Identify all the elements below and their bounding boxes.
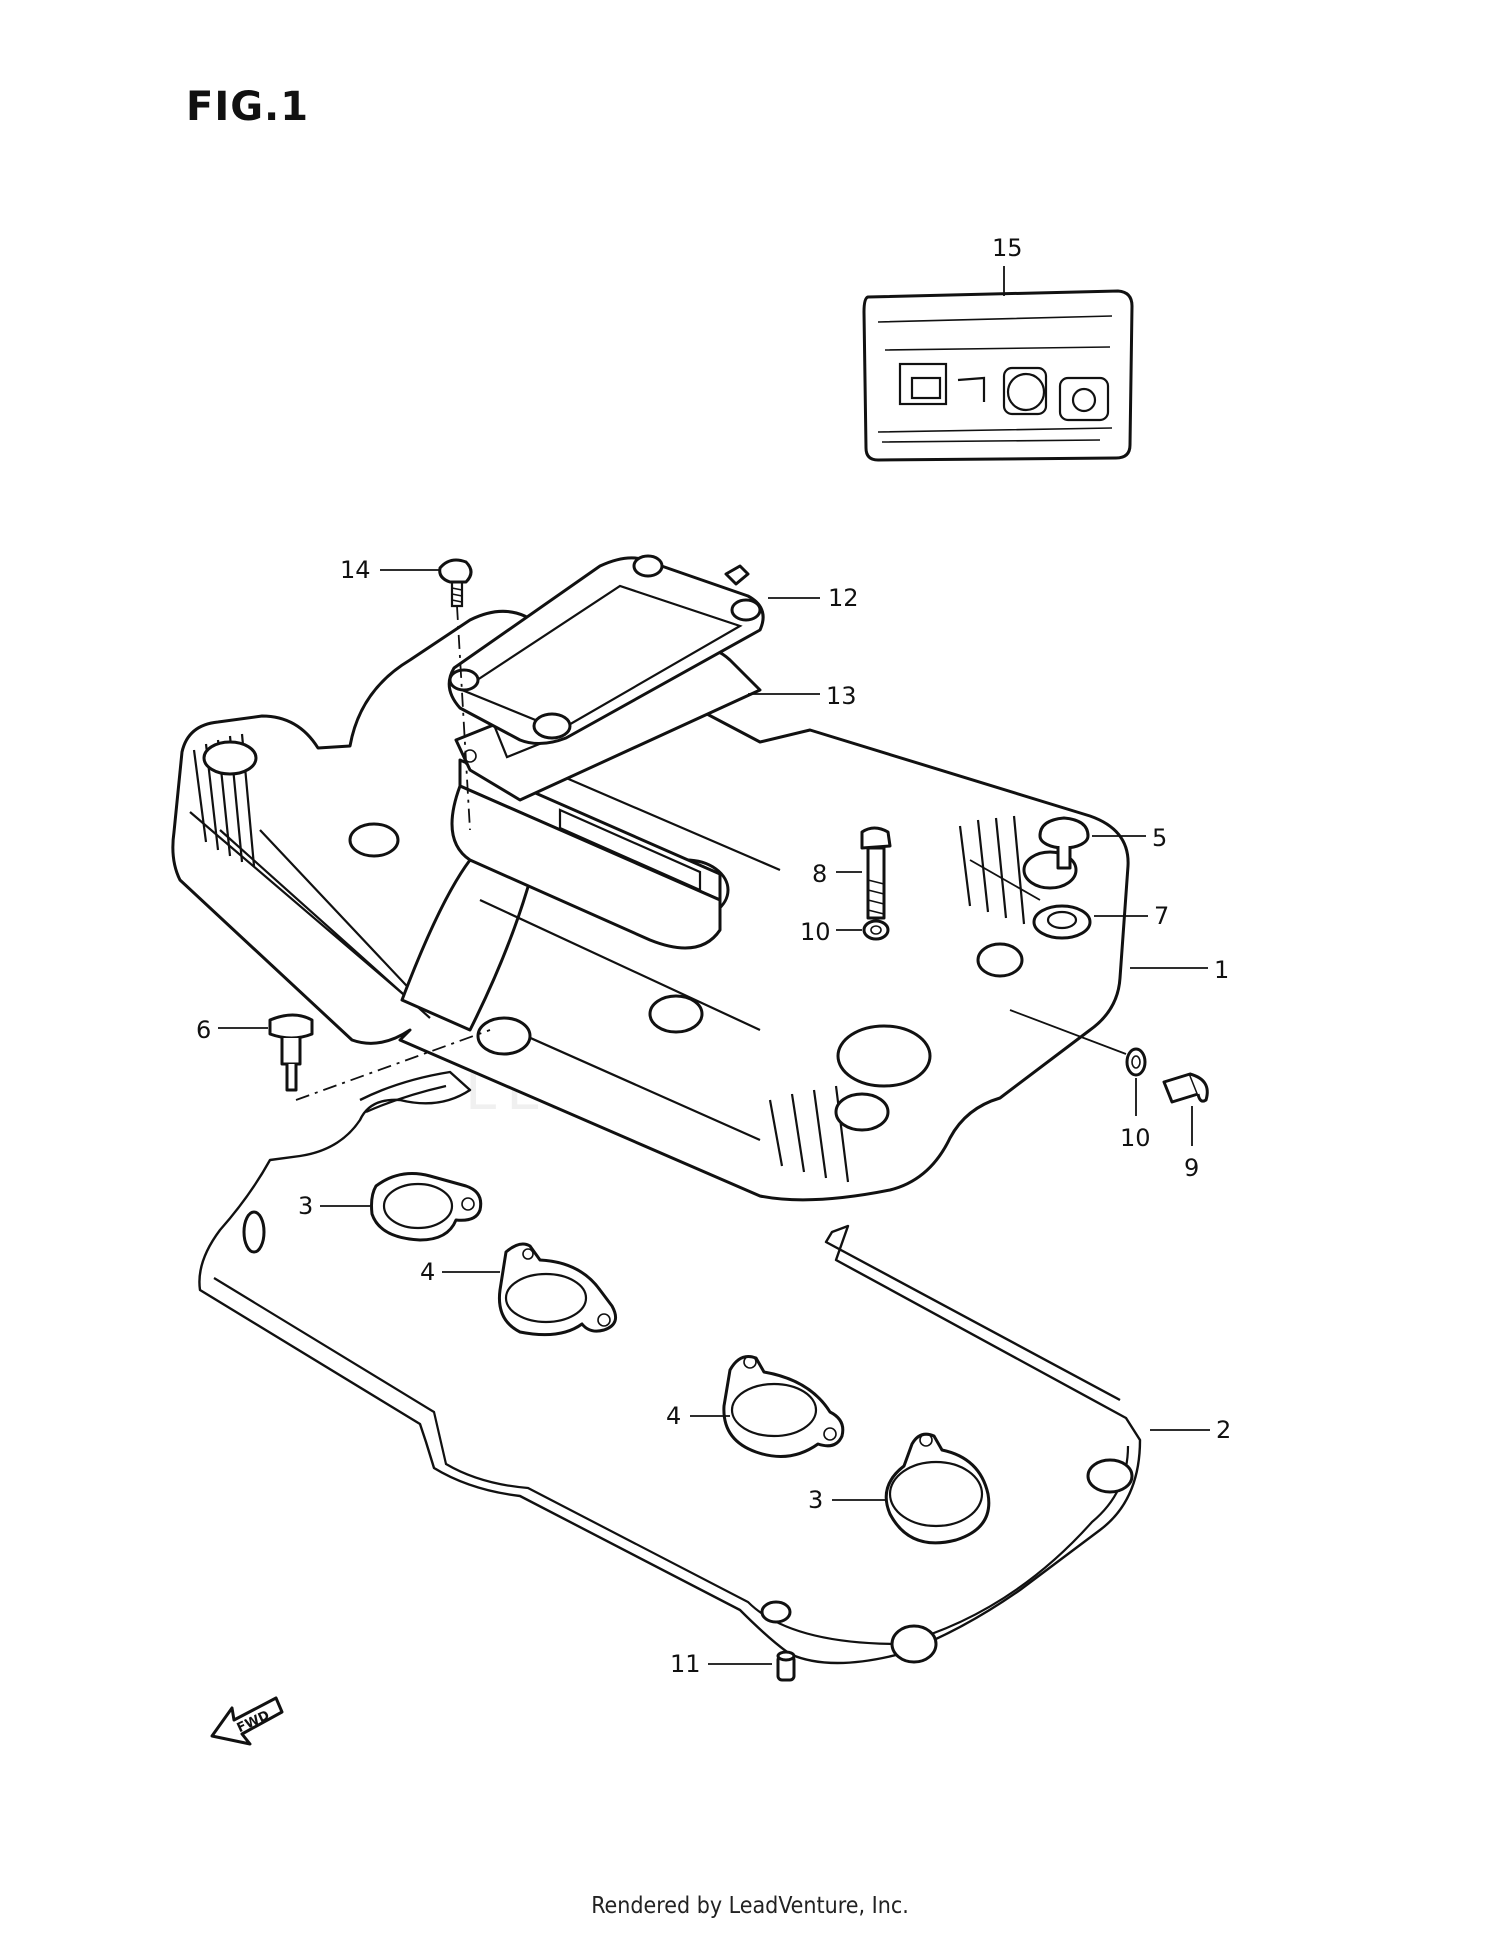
callout-14: 14 <box>340 556 371 584</box>
callout-4a: 4 <box>420 1258 435 1286</box>
washer-10-lower <box>1009 1009 1147 1077</box>
callout-2: 2 <box>1216 1416 1231 1444</box>
callout-10b: 10 <box>1120 1124 1151 1152</box>
head-cover-gasket <box>198 1070 1142 1665</box>
bolt-6 <box>268 1013 491 1101</box>
callout-6: 6 <box>196 1016 211 1044</box>
bolt-9 <box>1162 1072 1209 1104</box>
callout-7: 7 <box>1154 902 1169 930</box>
dowel-pin-11 <box>776 1650 796 1682</box>
callout-12: 12 <box>828 584 859 612</box>
callout-3b: 3 <box>808 1486 823 1514</box>
fwd-arrow-icon: FWD <box>210 1696 284 1746</box>
grommet-7 <box>969 859 1092 940</box>
seal-ring-3-upper <box>370 1172 483 1242</box>
footer-credit: Rendered by LeadVenture, Inc. <box>591 1893 909 1919</box>
callout-5: 5 <box>1152 824 1167 852</box>
breather-cover <box>447 554 765 745</box>
callout-labels: 15 14 12 13 5 8 7 10 1 6 10 9 3 4 4 2 3 … <box>196 234 1231 1678</box>
washer-10-upper <box>862 919 890 941</box>
callout-8: 8 <box>812 860 827 888</box>
bolt-14 <box>438 558 473 831</box>
callout-13: 13 <box>826 682 857 710</box>
cylinder-head-cover <box>171 609 1130 1202</box>
callout-3a: 3 <box>298 1192 313 1220</box>
seal-ring-4-upper <box>497 1242 618 1337</box>
bolt-8 <box>860 826 892 920</box>
callout-11: 11 <box>670 1650 701 1678</box>
gasket-set-package <box>862 289 1134 462</box>
cap-5 <box>1038 816 1090 870</box>
callout-4b: 4 <box>666 1402 681 1430</box>
leader-lines <box>218 266 1210 1665</box>
callout-9: 9 <box>1184 1154 1199 1182</box>
callout-15: 15 <box>992 234 1023 262</box>
seal-ring-3-lower <box>884 1432 991 1545</box>
callout-10a: 10 <box>800 918 831 946</box>
seal-ring-4-lower <box>722 1355 845 1458</box>
figure-title: FIG.1 <box>186 84 310 130</box>
callout-1: 1 <box>1214 956 1229 984</box>
